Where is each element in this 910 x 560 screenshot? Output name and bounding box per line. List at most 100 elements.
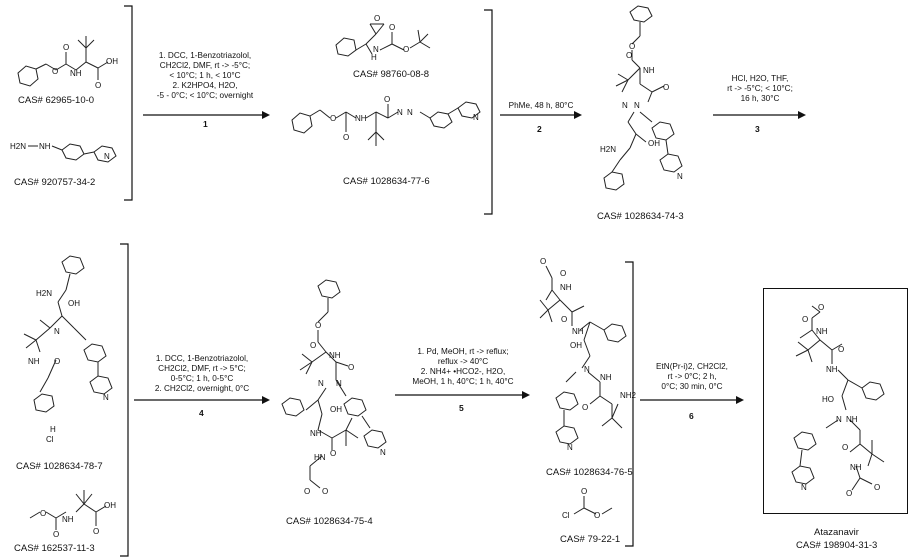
atom-h2n: H2N — [10, 142, 26, 151]
condition-line: 1. Pd, MeOH, rt -> reflux; — [417, 347, 509, 356]
atom-oh: OH — [648, 139, 660, 148]
atom-o: O — [594, 511, 600, 520]
structure-methyl-chloroformate: Cl O O — [562, 487, 613, 520]
atom-o: O — [663, 83, 669, 92]
step-number-3: 3 — [755, 124, 760, 134]
condition-line: -5 - 0°C; < 10°C; overnight — [156, 91, 254, 100]
atom-nh: NH — [70, 69, 82, 78]
condition-line: 2. CH2Cl2, overnight, 0°C — [154, 384, 250, 393]
atom-o: O — [802, 315, 808, 324]
atom-oh: OH — [330, 405, 342, 414]
atom-nh: NH — [39, 142, 51, 151]
atom-o: O — [838, 345, 844, 354]
condition-line: rt -> 0°C; 2 h, — [667, 372, 717, 381]
arrow-head-step5 — [522, 391, 530, 399]
condition-line: reflux -> 40°C — [437, 357, 489, 366]
condition-line: 16 h, 30°C — [740, 94, 780, 103]
atom-o: O — [343, 133, 349, 142]
arrow-head-step3 — [798, 111, 806, 119]
conditions-step-6: EtN(Pr-i)2, CH2Cl2, rt -> 0°C; 2 h, 0°C;… — [640, 362, 744, 392]
atom-o: O — [846, 489, 852, 498]
atom-nh: NH — [329, 351, 341, 360]
atom-o: O — [322, 487, 328, 496]
atom-nh: NH — [355, 114, 367, 123]
reaction-arrows — [134, 111, 806, 404]
atom-o: O — [95, 81, 101, 90]
final-product-name: Atazanavir — [814, 527, 859, 538]
atom-n: N — [336, 379, 342, 388]
atom-o: O — [304, 487, 310, 496]
atom-n: N — [473, 113, 479, 122]
structure-cbz-tert-leucine: O O NH OH O — [17, 36, 118, 90]
atom-n: N — [677, 172, 683, 181]
atom-oh: OH — [106, 57, 118, 66]
atom-o: O — [93, 527, 99, 536]
atom-nh: NH — [846, 415, 858, 424]
atom-o: O — [330, 114, 336, 123]
atom-n: N — [801, 483, 807, 492]
cas-label-compound-5: CAS# 1028634-74-3 — [597, 211, 684, 222]
step-number-6: 6 — [689, 411, 694, 421]
step-number-2: 2 — [537, 124, 542, 134]
atom-nh: NH — [600, 373, 612, 382]
atom-o: O — [374, 14, 380, 23]
bracket-step4-reactants — [120, 243, 129, 557]
atom-o: O — [40, 509, 46, 518]
structure-hcl-salt: H2N OH N NH O N H Cl — [23, 255, 113, 444]
atom-nh: NH — [816, 327, 828, 336]
atom-oh: OH — [570, 341, 582, 350]
atom-o: O — [403, 45, 409, 54]
condition-line: EtN(Pr-i)2, CH2Cl2, — [656, 362, 728, 371]
atom-oh: OH — [104, 501, 116, 510]
cas-label-compound-9: CAS# 1028634-76-5 — [546, 467, 633, 478]
atom-o: O — [348, 363, 354, 372]
atom-nh: NH — [826, 365, 838, 374]
condition-line: 2. K2HPO4, H2O, — [172, 81, 238, 90]
atom-hn: HN — [314, 453, 326, 462]
structure-boc-epoxide: O H N O O — [335, 14, 431, 62]
atom-o: O — [581, 487, 587, 496]
step-number-4: 4 — [199, 408, 204, 418]
bracket-step2-reactants — [484, 9, 493, 215]
final-product-box — [763, 288, 908, 514]
atom-n: N — [397, 108, 403, 117]
atom-n: N — [318, 379, 324, 388]
atom-o: O — [54, 357, 60, 366]
atom-o: O — [310, 341, 316, 350]
atom-cl: Cl — [46, 435, 54, 444]
structure-cbz-hydrazide: O O NH O N N N — [291, 95, 481, 146]
atom-o: O — [540, 257, 546, 266]
atom-o: O — [842, 443, 848, 452]
condition-line: HCl, H2O, THF, — [731, 74, 789, 83]
condition-line: 0°C; 30 min, 0°C — [661, 382, 723, 391]
atom-nh2: NH2 — [620, 391, 637, 400]
atom-n: N — [103, 393, 109, 402]
structure-atazanavir: O O NH O NH HO N NH O NH O O N — [791, 303, 885, 498]
step-number-1: 1 — [203, 119, 208, 129]
conditions-step-3: HCl, H2O, THF, rt -> -5°C; < 10°C; 16 h,… — [710, 74, 810, 104]
atom-n: N — [373, 45, 379, 54]
cas-label-compound-1: CAS# 62965-10-0 — [18, 95, 95, 106]
condition-line: 2. NH4+ •HCO2-, H2O, — [420, 367, 506, 376]
condition-line: PhMe, 48 h, 80°C — [508, 101, 574, 110]
condition-line: rt -> -5°C; < 10°C; — [727, 84, 793, 93]
atom-h: H — [371, 53, 377, 62]
atom-h2n: H2N — [36, 289, 52, 298]
structure-moc-tert-leucine: O O NH OH O — [29, 490, 116, 539]
atom-o: O — [52, 67, 58, 76]
condition-line: CH2Cl2, DMF, rt -> 5°C; — [158, 364, 246, 373]
atom-o: O — [315, 321, 321, 330]
structure-pyridylbenzyl-hydrazine: H2N NH N — [10, 142, 117, 163]
atom-o: O — [53, 530, 59, 539]
cas-label-compound-2: CAS# 920757-34-2 — [14, 177, 96, 188]
cas-label-compound-10: CAS# 79-22-1 — [560, 534, 621, 545]
atom-o: O — [818, 303, 824, 312]
atom-nh: NH — [572, 327, 584, 336]
atom-n: N — [584, 365, 590, 374]
atom-n: N — [407, 108, 413, 117]
bracket-step6-reactants — [625, 261, 634, 547]
atom-n: N — [380, 448, 386, 457]
atom-n: N — [104, 152, 110, 161]
conditions-step-5: 1. Pd, MeOH, rt -> reflux; reflux -> 40°… — [394, 347, 532, 387]
